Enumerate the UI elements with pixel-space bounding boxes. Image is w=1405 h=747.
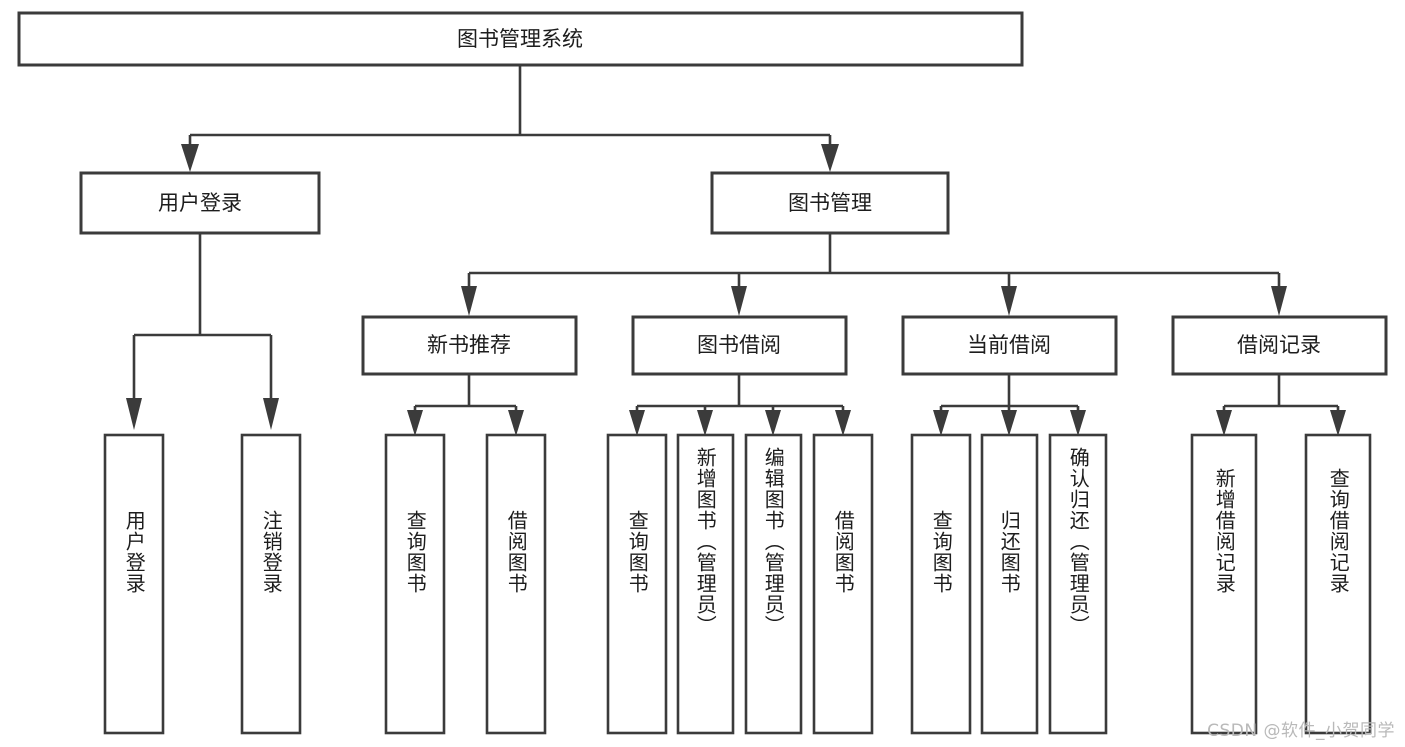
connector-book-manage-to-level3 <box>461 233 1287 316</box>
connector-root-to-level2 <box>181 65 839 172</box>
leaf-book-borrow-2-rect <box>676 433 735 735</box>
leaf-current-borrow-3[interactable] <box>1048 433 1108 735</box>
node-new-book-label: 新书推荐 <box>427 333 511 357</box>
connector-current-borrow-to-leaves <box>933 374 1086 436</box>
node-new-book-rect <box>361 315 578 376</box>
leaf-borrow-record-2[interactable] <box>1304 433 1372 735</box>
node-borrow-record-label: 借阅记录 <box>1237 333 1321 357</box>
node-current-borrow-label: 当前借阅 <box>967 333 1051 357</box>
arrow-head-to-user-login <box>181 144 199 172</box>
leaf-book-borrow-4[interactable] <box>812 433 874 735</box>
leaf-book-borrow-3[interactable] <box>744 433 803 735</box>
leaf-new-book-2-rect <box>485 433 547 735</box>
leaf-borrow-record-1-rect <box>1190 433 1258 735</box>
arrow-head-bb-leaf-3 <box>765 410 781 436</box>
leaf-book-borrow-2[interactable] <box>676 433 735 735</box>
node-borrow-record[interactable]: 借阅记录 <box>1171 315 1388 376</box>
leaf-book-borrow-1[interactable] <box>606 433 668 735</box>
leaf-new-book-1-rect <box>384 433 446 735</box>
leaf-borrow-record-2-rect <box>1304 433 1372 735</box>
connector-user-login-to-leaves <box>126 233 279 430</box>
leaf-user-login-1-rect <box>103 433 165 735</box>
node-book-borrow-label: 图书借阅 <box>697 333 781 357</box>
node-current-borrow-rect <box>901 315 1118 376</box>
arrow-head-to-book-borrow <box>731 286 747 316</box>
leaf-new-book-2[interactable] <box>485 433 547 735</box>
leaf-user-login-1[interactable] <box>103 433 165 735</box>
arrow-head-bb-leaf-1 <box>629 410 645 436</box>
leaf-current-borrow-1-rect <box>910 433 972 735</box>
arrow-head-to-new-book <box>461 286 477 316</box>
arrow-head-cb-leaf-1 <box>933 410 949 436</box>
arrow-head-cb-leaf-2 <box>1001 410 1017 436</box>
arrow-head-bb-leaf-2 <box>697 410 713 436</box>
arrow-head-nb-leaf-2 <box>508 410 524 436</box>
leaf-book-borrow-4-rect <box>812 433 874 735</box>
node-book-borrow-rect <box>631 315 848 376</box>
leaf-new-book-1[interactable] <box>384 433 446 735</box>
leaf-current-borrow-3-rect <box>1048 433 1108 735</box>
arrow-head-br-leaf-1 <box>1216 410 1232 436</box>
arrow-head-br-leaf-2 <box>1330 410 1346 436</box>
arrow-head-to-borrow-record <box>1271 286 1287 316</box>
node-borrow-record-rect <box>1171 315 1388 376</box>
node-book-manage[interactable]: 图书管理 <box>710 171 950 235</box>
node-user-login[interactable]: 用户登录 <box>79 171 321 235</box>
node-root-label: 图书管理系统 <box>457 27 583 51</box>
arrow-head-ul-leaf-1 <box>126 398 142 430</box>
connector-new-book-to-leaves <box>407 374 524 436</box>
arrow-head-to-current-borrow <box>1001 286 1017 316</box>
node-root[interactable]: 图书管理系统 <box>17 11 1024 67</box>
node-current-borrow[interactable]: 当前借阅 <box>901 315 1118 376</box>
connector-borrow-record-to-leaves <box>1216 374 1346 436</box>
leaf-user-login-2[interactable] <box>240 433 302 735</box>
leaf-current-borrow-1[interactable] <box>910 433 972 735</box>
arrow-head-bb-leaf-4 <box>835 410 851 436</box>
arrow-head-cb-leaf-3 <box>1070 410 1086 436</box>
arrow-head-to-book-manage <box>821 144 839 172</box>
leaf-current-borrow-2-rect <box>980 433 1039 735</box>
leaf-borrow-record-1[interactable] <box>1190 433 1258 735</box>
leaf-book-borrow-1-rect <box>606 433 668 735</box>
connector-book-borrow-to-leaves <box>629 374 851 436</box>
node-book-borrow[interactable]: 图书借阅 <box>631 315 848 376</box>
arrow-head-nb-leaf-1 <box>407 410 423 436</box>
node-root-rect <box>17 11 1024 67</box>
node-book-manage-rect <box>710 171 950 235</box>
node-user-login-label: 用户登录 <box>158 191 242 215</box>
leaf-user-login-2-rect <box>240 433 302 735</box>
leaf-book-borrow-3-rect <box>744 433 803 735</box>
node-new-book[interactable]: 新书推荐 <box>361 315 578 376</box>
leaf-current-borrow-2[interactable] <box>980 433 1039 735</box>
node-book-manage-label: 图书管理 <box>788 191 872 215</box>
arrow-head-ul-leaf-2 <box>263 398 279 430</box>
